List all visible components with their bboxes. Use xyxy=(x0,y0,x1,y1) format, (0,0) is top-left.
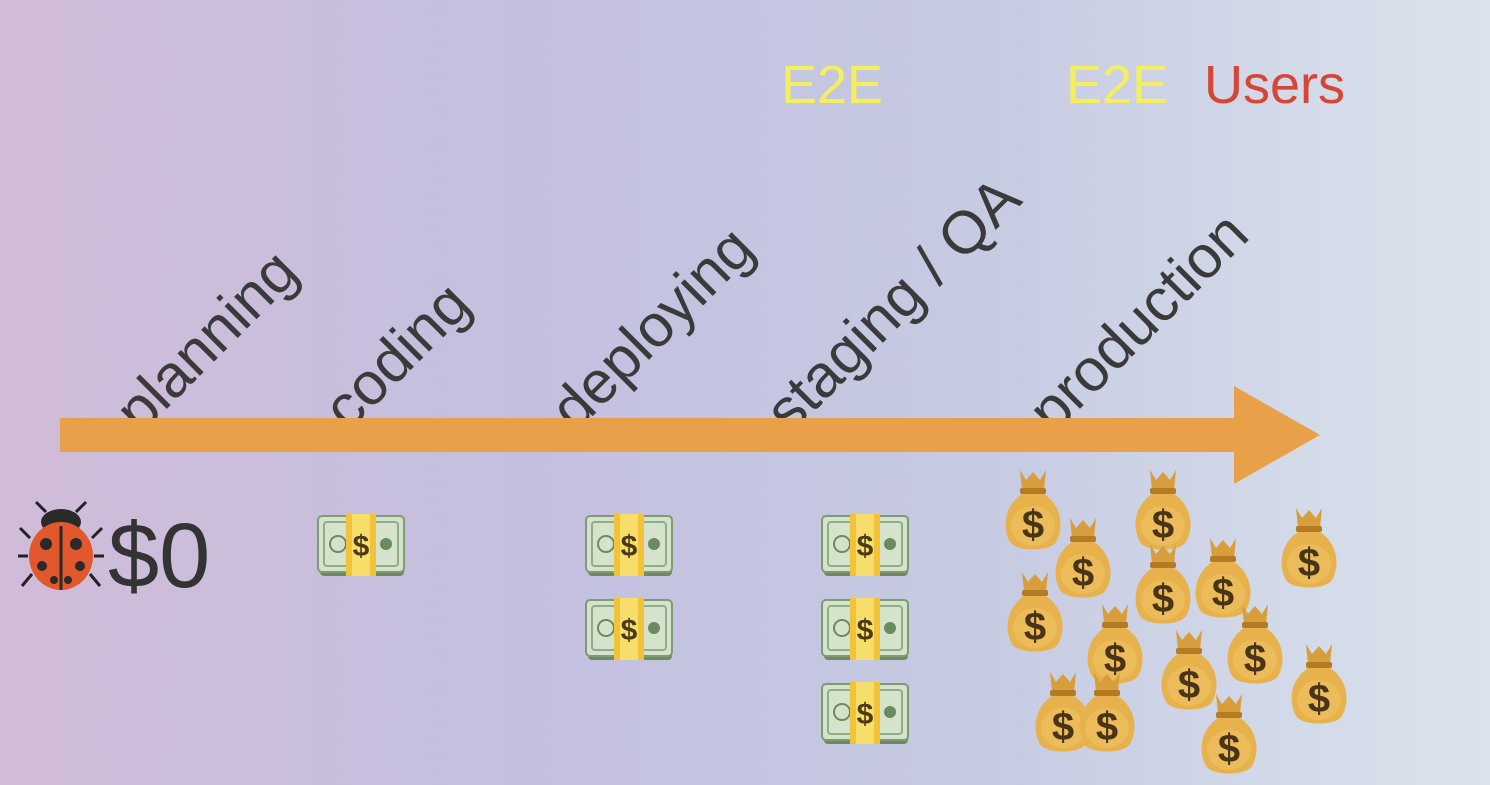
timeline-arrow xyxy=(60,386,1320,484)
svg-text:$: $ xyxy=(1072,551,1094,595)
money-bag-icon: $ xyxy=(1222,600,1288,695)
money-bag-icon: $ xyxy=(1082,600,1148,695)
svg-text:$: $ xyxy=(1024,605,1046,649)
money-bag-icon: $ xyxy=(1002,568,1068,663)
banknote-stack-icon: $ xyxy=(316,512,408,585)
users-tag: Users xyxy=(1204,55,1346,115)
svg-text:$: $ xyxy=(857,698,874,731)
money-bag-icon: $ xyxy=(1074,668,1140,763)
money-bag-icon: $ xyxy=(1196,690,1262,785)
svg-text:$: $ xyxy=(1096,705,1118,749)
banknote-stack-icon: $ xyxy=(820,596,912,669)
money-bag-icon: $ xyxy=(1286,640,1352,735)
svg-text:$: $ xyxy=(1104,637,1126,681)
banknote-stack-icon: $ xyxy=(584,596,676,669)
money-bag-icon: $ xyxy=(1156,626,1222,721)
svg-text:$: $ xyxy=(1244,637,1266,681)
svg-text:$: $ xyxy=(1308,677,1330,721)
money-bag-icon: $ xyxy=(1276,504,1342,599)
diagram-stage: E2E E2E Users planning coding deploying … xyxy=(18,55,1352,774)
svg-text:$: $ xyxy=(353,530,370,563)
money-bag-icon: $ xyxy=(1030,668,1096,763)
svg-text:$: $ xyxy=(1152,503,1174,547)
svg-text:$: $ xyxy=(857,614,874,647)
money-bag-icon: $ xyxy=(1130,540,1196,635)
banknote-stack-icon: $ xyxy=(820,680,912,753)
svg-text:$: $ xyxy=(1052,705,1074,749)
money-bag-icon: $ xyxy=(1130,466,1196,561)
svg-text:$: $ xyxy=(1212,571,1234,615)
svg-text:$: $ xyxy=(857,530,874,563)
cost-planning: $0 xyxy=(108,505,211,607)
money-bag-icon: $ xyxy=(1190,534,1256,629)
ladybug-icon xyxy=(18,500,104,590)
svg-text:$: $ xyxy=(1218,727,1240,771)
e2e-production-tag: E2E xyxy=(1066,55,1169,115)
money-bag-icon: $ xyxy=(1050,514,1116,609)
svg-text:$: $ xyxy=(1152,577,1174,621)
svg-text:$: $ xyxy=(1178,663,1200,707)
banknote-stack-icon: $ xyxy=(584,512,676,585)
svg-text:$: $ xyxy=(1298,541,1320,585)
svg-text:$: $ xyxy=(621,614,638,647)
svg-text:$: $ xyxy=(1022,503,1044,547)
banknote-stack-icon: $ xyxy=(820,512,912,585)
money-bag-icon: $ xyxy=(1000,466,1066,561)
svg-text:$: $ xyxy=(621,530,638,563)
e2e-staging-tag: E2E xyxy=(781,55,884,115)
